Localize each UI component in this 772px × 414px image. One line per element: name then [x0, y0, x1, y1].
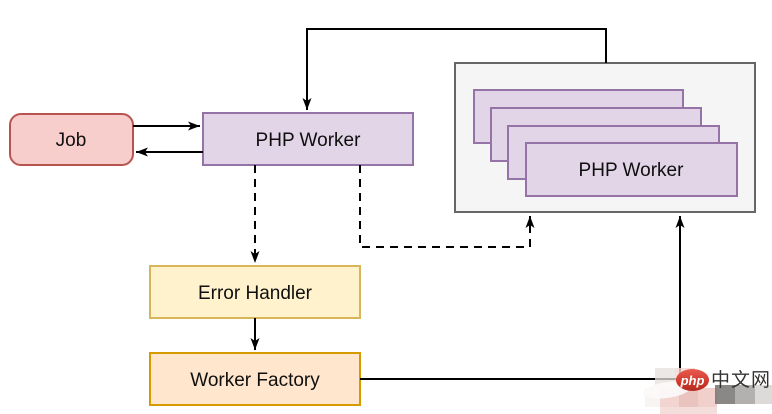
- error-handler-node: Error Handler: [149, 265, 361, 319]
- worker-factory-box: [149, 352, 361, 406]
- error-handler-label: Error Handler: [198, 283, 313, 304]
- worker-pool-group: PHP Worker: [454, 62, 756, 213]
- edge-php-worker-to-pool-dashed: [359, 165, 535, 248]
- worker-pool-label: PHP Worker: [579, 160, 685, 181]
- php-worker-box: [202, 112, 414, 166]
- worker-pool-front-box: [525, 142, 738, 197]
- job-label: Job: [56, 130, 87, 151]
- worker-factory-label: Worker Factory: [190, 370, 320, 391]
- error-handler-box: [149, 265, 361, 319]
- edge-worker-factory-to-pool: [360, 216, 685, 380]
- worker-factory-node: Worker Factory: [149, 352, 361, 406]
- job-box: [9, 113, 134, 166]
- php-worker-label: PHP Worker: [256, 130, 362, 151]
- php-worker-node: PHP Worker: [202, 112, 414, 166]
- edge-pool-to-php-worker-loop: [302, 28, 607, 110]
- job-node: Job: [9, 113, 134, 166]
